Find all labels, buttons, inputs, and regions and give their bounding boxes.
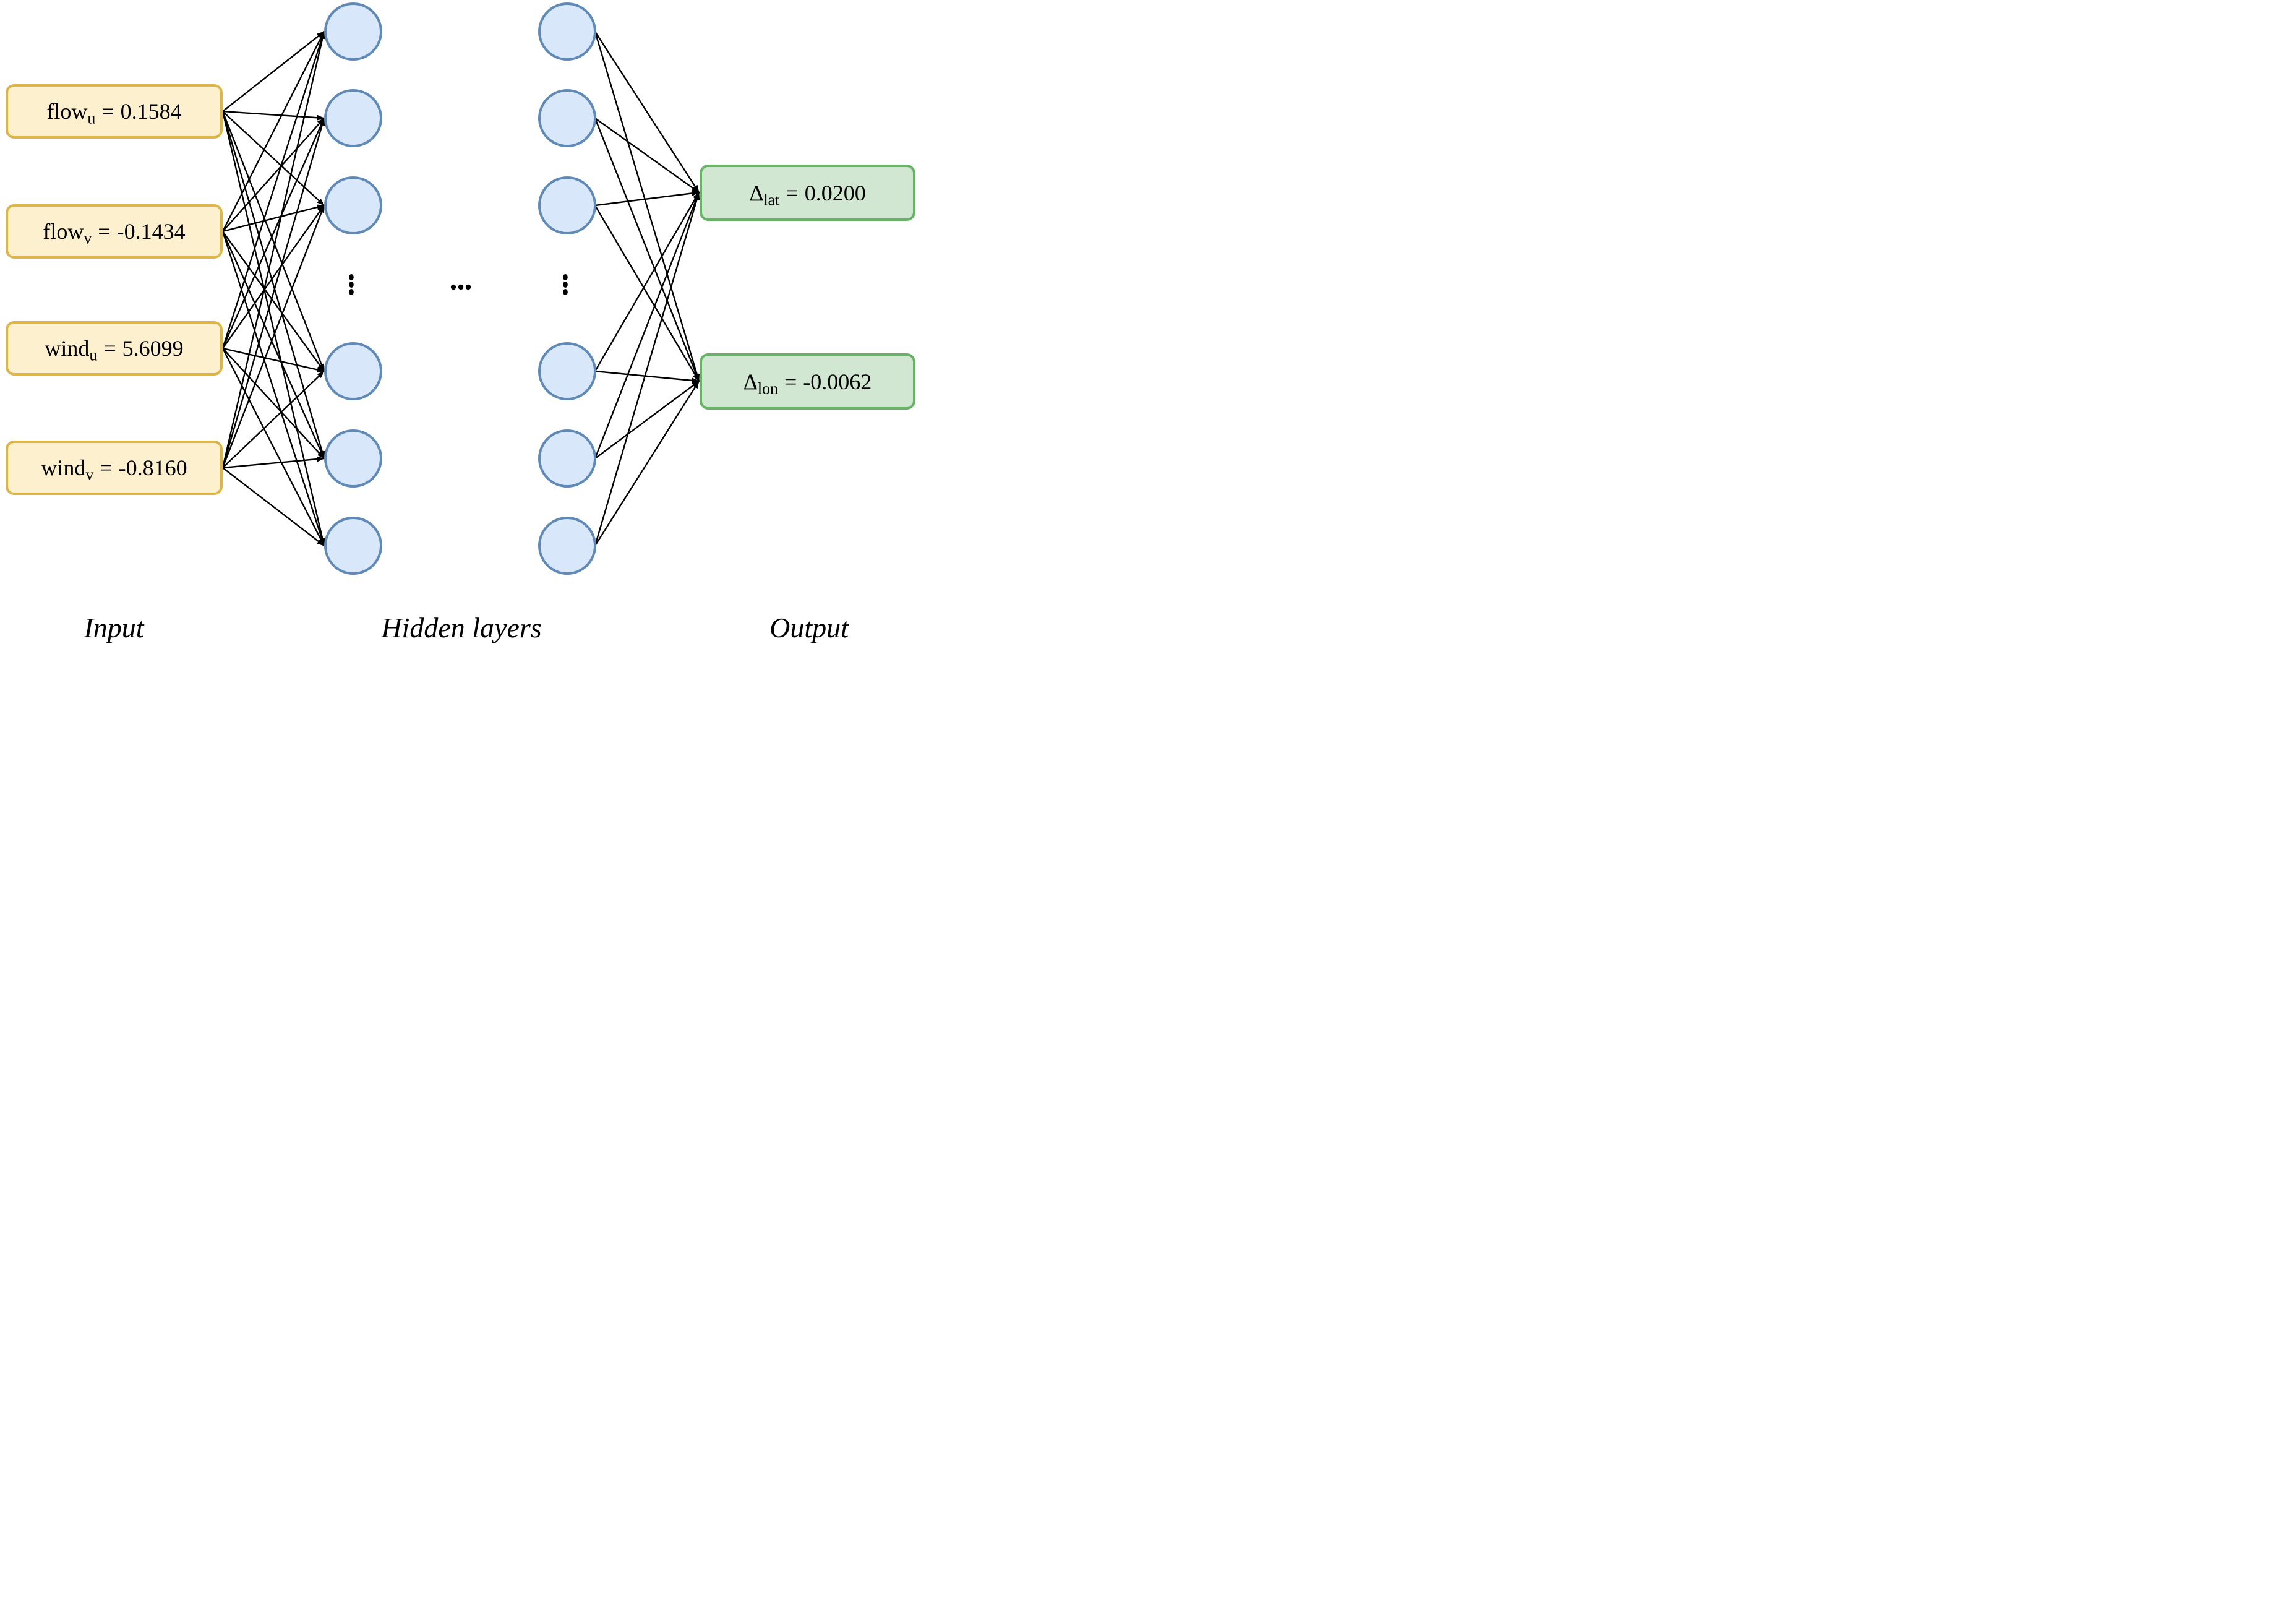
hidden-node-col2: [538, 342, 596, 400]
input-to-hidden-edge: [222, 347, 325, 372]
vertical-ellipsis-dot: [563, 274, 568, 280]
vertical-ellipsis-dot: [349, 274, 354, 280]
hidden-node-col2: [538, 429, 596, 488]
input-to-hidden-edge: [221, 231, 325, 546]
input-to-hidden-edge: [222, 31, 325, 112]
vertical-ellipsis-dot: [349, 282, 354, 288]
hidden-node-col2: [538, 176, 596, 234]
input-node-wind-u: windu=5.6099: [6, 321, 223, 376]
horizontal-ellipsis-dot: [450, 284, 456, 290]
input-to-hidden-edge: [221, 31, 325, 468]
hidden-to-output-edge: [594, 205, 700, 382]
hidden-node-col1: [324, 429, 382, 488]
output-node-delta-lat: Δlat=0.0200: [700, 165, 915, 221]
input-to-hidden-edge: [222, 371, 325, 468]
output-section-label: Output: [769, 612, 849, 643]
input-to-hidden-edge: [221, 205, 325, 468]
hidden-to-output-edge: [594, 381, 700, 546]
hidden-to-output-edge: [594, 370, 700, 384]
input-to-hidden-edge: [221, 111, 325, 546]
vertical-ellipsis-dot: [563, 289, 568, 295]
input-to-hidden-edge: [222, 204, 325, 233]
input-to-hidden-edge: [221, 118, 325, 349]
ellipsis-dots: [349, 274, 568, 295]
input-label: windu=5.6099: [45, 336, 184, 364]
input-to-hidden-edge: [221, 231, 325, 459]
input-to-hidden-edge: [221, 111, 325, 372]
input-to-hidden-edge: [222, 231, 325, 372]
connection-lines: [221, 31, 700, 546]
hidden-to-output-edge: [594, 31, 700, 382]
hidden-to-output-edge: [594, 118, 700, 193]
neural-network-diagram: flowu=0.1584 flowv=-0.1434 windu=5.6099 …: [0, 0, 919, 645]
input-to-hidden-edge: [222, 467, 325, 546]
input-label: windv=-0.8160: [41, 455, 187, 484]
input-to-hidden-edge: [222, 110, 325, 121]
hidden-to-output-edge: [594, 192, 700, 372]
hidden-to-output-edge: [594, 31, 700, 193]
hidden-node-col1: [324, 176, 382, 234]
input-label: flowv=-0.1434: [43, 219, 186, 247]
input-to-hidden-edge: [222, 348, 325, 459]
hidden-node-col1: [324, 89, 382, 147]
hidden-node-col1: [324, 2, 382, 61]
hidden-to-output-edge: [594, 381, 700, 459]
output-label: Δlat=0.0200: [749, 180, 866, 209]
hidden-layer-nodes: [324, 2, 596, 575]
hidden-node-col1: [324, 517, 382, 575]
input-node-wind-v: windv=-0.8160: [6, 441, 223, 495]
vertical-ellipsis-dot: [349, 289, 354, 295]
hidden-to-output-edge: [594, 190, 700, 207]
input-to-hidden-edge: [221, 111, 325, 459]
hidden-section-label: Hidden layers: [381, 612, 542, 643]
hidden-to-output-edge: [594, 192, 700, 459]
network-graph: [221, 2, 700, 575]
input-to-hidden-edge: [221, 348, 325, 546]
input-to-hidden-edge: [222, 118, 325, 232]
input-to-hidden-edge: [221, 31, 325, 349]
input-label: flowu=0.1584: [46, 99, 182, 127]
hidden-to-output-edge: [594, 118, 700, 382]
input-to-hidden-edge: [221, 118, 325, 468]
input-section-label: Input: [84, 612, 144, 643]
input-to-hidden-edge: [222, 456, 325, 469]
hidden-node-col2: [538, 517, 596, 575]
horizontal-ellipsis-dot: [465, 284, 471, 290]
input-to-hidden-edge: [222, 111, 325, 206]
hidden-node-col2: [538, 2, 596, 61]
output-node-delta-lon: Δlon=-0.0062: [700, 353, 915, 410]
output-label: Δlon=-0.0062: [743, 369, 872, 397]
horizontal-ellipsis-dot: [458, 284, 464, 290]
vertical-ellipsis-dot: [563, 282, 568, 288]
input-to-hidden-edge: [222, 205, 325, 349]
hidden-to-output-edge: [594, 192, 700, 546]
input-to-hidden-edge: [221, 31, 325, 232]
hidden-node-col1: [324, 342, 382, 400]
input-node-flow-v: flowv=-0.1434: [6, 204, 223, 259]
input-node-flow-u: flowu=0.1584: [6, 84, 223, 139]
hidden-node-col2: [538, 89, 596, 147]
